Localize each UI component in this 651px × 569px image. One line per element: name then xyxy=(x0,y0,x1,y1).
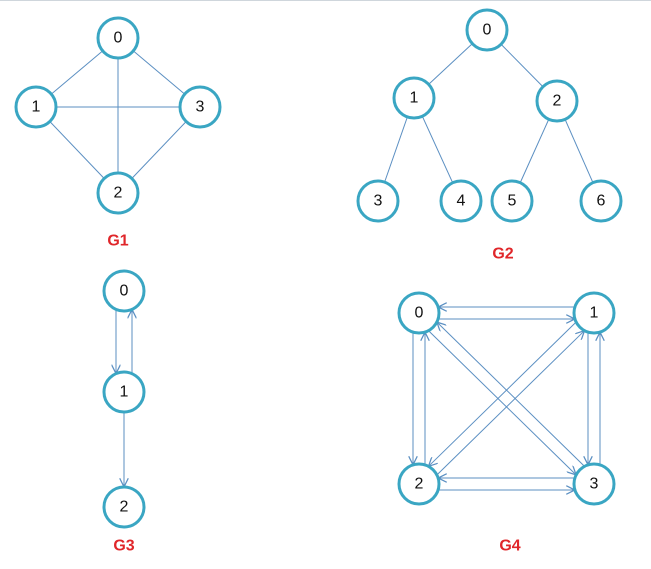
g3-node-2-label: 2 xyxy=(120,499,129,516)
g2-edge-0-2 xyxy=(500,43,544,88)
g4-node-2-circle xyxy=(397,462,441,506)
g2-node-0-circle xyxy=(465,8,509,52)
g1-node-1-circle xyxy=(14,85,58,129)
g2-node-2-circle xyxy=(535,79,579,123)
g2-node-6-label: 6 xyxy=(597,193,606,210)
g3-node-0-circle xyxy=(102,269,146,313)
g4-node-1-label: 1 xyxy=(590,305,599,322)
g1-node-0-label: 0 xyxy=(114,30,123,47)
g4-node-2: 2 xyxy=(397,462,441,506)
g1-node-1-label: 1 xyxy=(32,99,41,116)
g4-edge-1-2 xyxy=(429,321,577,466)
g4-node-0: 0 xyxy=(397,291,441,335)
g4-title: G4 xyxy=(499,538,520,555)
g2-node-2: 2 xyxy=(535,79,579,123)
g2-node-1-label: 1 xyxy=(410,90,419,107)
g2-node-1-circle xyxy=(392,76,436,120)
g4-node-3-circle xyxy=(572,462,616,506)
g2-node-4-label: 4 xyxy=(457,193,466,210)
g2-node-4: 4 xyxy=(439,179,483,223)
g3-node-2: 2 xyxy=(102,485,146,529)
g1-edge-0-3 xyxy=(132,50,186,95)
g1-node-2-label: 2 xyxy=(114,185,123,202)
g1-node-3: 3 xyxy=(178,85,222,129)
g2-node-6-circle xyxy=(579,179,623,223)
g2-node-3-label: 3 xyxy=(374,193,383,210)
g1-title: G1 xyxy=(107,233,128,250)
g2-edge-0-1 xyxy=(428,43,473,85)
g4-edge-2-1 xyxy=(436,331,584,476)
g3-node-2-circle xyxy=(102,485,146,529)
g4-edge-0-3 xyxy=(428,330,575,475)
g2-node-5: 5 xyxy=(490,179,534,223)
g2-edge-1-3 xyxy=(384,116,408,183)
g1-node-2: 2 xyxy=(96,171,140,215)
g2-edge-1-4 xyxy=(421,115,454,184)
g1-node-2-circle xyxy=(96,171,140,215)
g1-edge-0-1 xyxy=(50,50,104,95)
g2-node-2-label: 2 xyxy=(553,93,562,110)
g2-node-5-circle xyxy=(490,179,534,223)
g2-node-0: 0 xyxy=(465,8,509,52)
g3-title: G3 xyxy=(113,538,134,555)
g3-node-1-label: 1 xyxy=(120,384,129,401)
g2-node-1: 1 xyxy=(392,76,436,120)
g2-edge-2-6 xyxy=(564,119,594,183)
g1-edge-2-3 xyxy=(131,121,187,179)
g2-node-6: 6 xyxy=(579,179,623,223)
g4-node-1-circle xyxy=(572,291,616,335)
g3-node-0-label: 0 xyxy=(120,283,129,300)
g1-node-1: 1 xyxy=(14,85,58,129)
g3-node-1: 1 xyxy=(102,370,146,414)
g1-node-0-circle xyxy=(96,16,140,60)
g4-node-0-circle xyxy=(397,291,441,335)
g1-node-3-label: 3 xyxy=(196,99,205,116)
g4-node-0-label: 0 xyxy=(415,305,424,322)
g4-node-2-label: 2 xyxy=(415,476,424,493)
g2-node-3: 3 xyxy=(356,179,400,223)
g2-edge-2-5 xyxy=(519,119,550,183)
g2-node-4-circle xyxy=(439,179,483,223)
g2-node-5-label: 5 xyxy=(508,193,517,210)
top-border xyxy=(0,0,651,1)
g2-node-3-circle xyxy=(356,179,400,223)
g1-edge-1-2 xyxy=(49,121,105,179)
g2-node-0-label: 0 xyxy=(483,22,492,39)
g2-title: G2 xyxy=(492,246,513,263)
g3-node-1-circle xyxy=(102,370,146,414)
g4-node-3: 3 xyxy=(572,462,616,506)
g4-node-1: 1 xyxy=(572,291,616,335)
g4-node-3-label: 3 xyxy=(590,476,599,493)
g3-node-0: 0 xyxy=(102,269,146,313)
g1-node-3-circle xyxy=(178,85,222,129)
g1-node-0: 0 xyxy=(96,16,140,60)
g4-edge-3-0 xyxy=(438,323,585,467)
